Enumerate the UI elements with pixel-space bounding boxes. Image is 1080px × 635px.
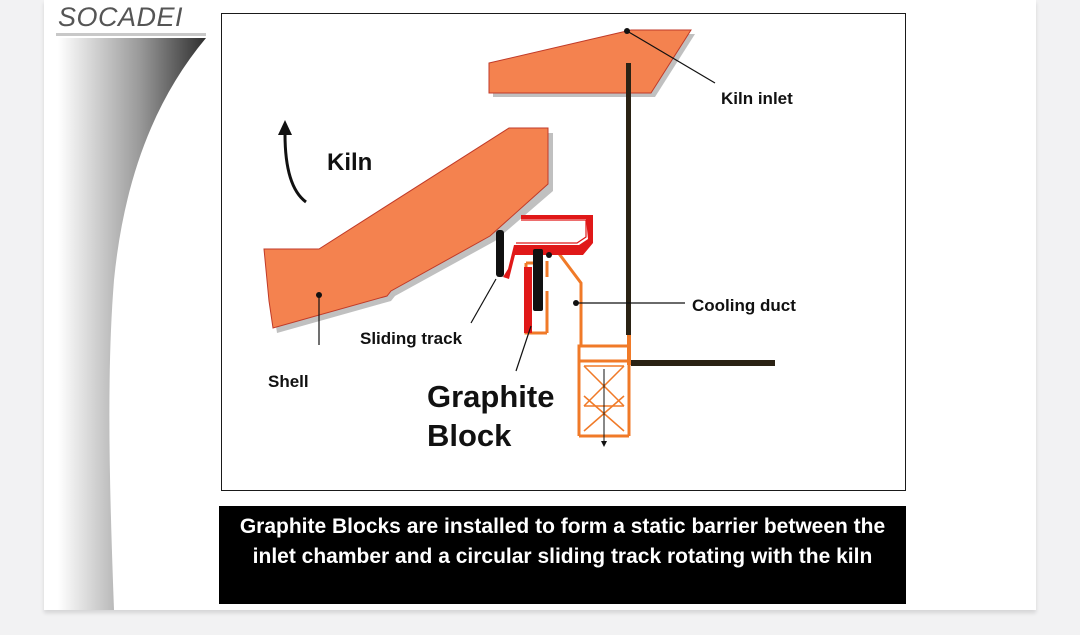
graphite-blocks [496, 230, 552, 311]
label-cooling-duct: Cooling duct [692, 296, 796, 315]
leader-lines [318, 30, 716, 372]
kiln-inlet-hood [488, 29, 695, 97]
leader-dots [316, 28, 630, 306]
label-sliding-track: Sliding track [360, 329, 463, 348]
rotation-arrow-icon [283, 133, 307, 204]
label-graphite-block-line2: Block [427, 418, 512, 453]
logo-underline [56, 33, 206, 36]
label-kiln-inlet: Kiln inlet [721, 89, 793, 108]
rotation-arrowhead [278, 120, 292, 135]
sliding-track [503, 215, 593, 333]
diagram-frame: Kiln inlet Kiln Cooling duct Sliding tra… [221, 13, 906, 491]
label-kiln: Kiln [327, 149, 372, 176]
caption-box: Graphite Blocks are installed to form a … [219, 506, 906, 604]
kiln-inlet-diagram: Kiln inlet Kiln Cooling duct Sliding tra… [263, 28, 796, 453]
logo-swoosh-graphic [58, 38, 206, 610]
label-shell: Shell [268, 372, 309, 391]
duct-arrow-head [601, 441, 607, 447]
inlet-wall [626, 63, 775, 366]
kiln-shell [263, 127, 553, 333]
label-graphite-block-line1: Graphite [427, 379, 554, 414]
company-logo: SOCADEI [58, 2, 184, 32]
